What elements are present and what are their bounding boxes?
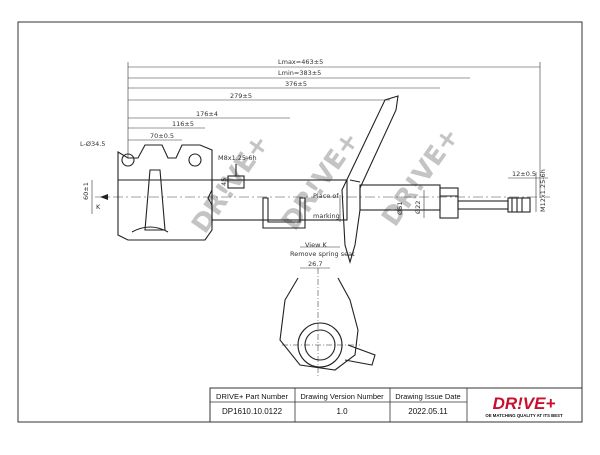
header-drawing-version: Drawing Version Number	[300, 392, 384, 401]
dimension-labels: Lmax=463±5 Lmin=383±5 376±5 279±5 176±4 …	[80, 58, 547, 268]
label-lmin: Lmin=383±5	[278, 69, 321, 77]
value-drawing-version: 1.0	[336, 407, 348, 416]
view-arrows	[100, 194, 108, 200]
label-k: K	[96, 203, 101, 211]
watermark-left: DR!VE+	[186, 129, 275, 239]
label-376: 376±5	[285, 80, 307, 88]
label-22: Ø22	[414, 201, 422, 214]
label-bore: L-Ø34.5	[80, 140, 105, 148]
marking-bracket	[262, 197, 306, 229]
label-remove-spring-seat: Remove spring seat	[290, 250, 355, 258]
knuckle-bracket	[117, 144, 213, 241]
label-view-k: View K	[305, 241, 327, 249]
damper-tube	[211, 179, 348, 221]
bracket-hole-right	[188, 153, 202, 167]
label-marking: marking	[313, 212, 340, 220]
label-60: 60±1	[82, 182, 90, 200]
value-part-number: DP1610.10.0122	[222, 407, 283, 416]
label-51: Ø51	[396, 202, 404, 215]
label-12: 12±0.5	[512, 170, 536, 178]
logo-tagline: OE MATCHING QUALITY AT ITS BEST	[485, 413, 563, 418]
piston-rod	[457, 200, 509, 210]
bracket-rib	[144, 169, 166, 231]
label-m8: M8x1.25-6h	[218, 154, 257, 162]
value-issue-date: 2022.05.11	[408, 407, 448, 416]
drive-plus-logo: DR!VE+	[493, 394, 556, 413]
label-lmax: Lmax=463±5	[278, 58, 323, 66]
spring-seat	[341, 95, 399, 264]
label-place-of: Place of	[313, 192, 339, 200]
label-m12: M12x1.25-6h	[539, 169, 547, 212]
label-267: 26.7	[308, 260, 322, 268]
title-block: DRIVE+ Part Number Drawing Version Numbe…	[209, 387, 583, 423]
label-176: 176±4	[196, 110, 218, 118]
spring-seat-lip	[349, 179, 361, 183]
watermark-right: DR!VE+	[376, 122, 465, 232]
dimension-lines	[91, 62, 548, 269]
title-block-frame	[209, 387, 583, 423]
bracket-bottom-curve	[131, 226, 169, 233]
view-k-detail	[279, 268, 376, 378]
label-70: 70±0.5	[150, 132, 174, 140]
view-k-tab	[344, 344, 376, 366]
view-k-outline	[279, 277, 359, 371]
view-arrow-k	[100, 194, 108, 200]
label-279: 279±5	[230, 92, 252, 100]
header-part-number: DRIVE+ Part Number	[216, 392, 288, 401]
label-45: 45	[220, 178, 228, 186]
top-cap	[439, 187, 459, 219]
strut-assembly	[117, 95, 531, 264]
header-issue-date: Drawing Issue Date	[395, 392, 460, 401]
label-116: 116±5	[172, 120, 194, 128]
rod-thread	[507, 197, 531, 213]
